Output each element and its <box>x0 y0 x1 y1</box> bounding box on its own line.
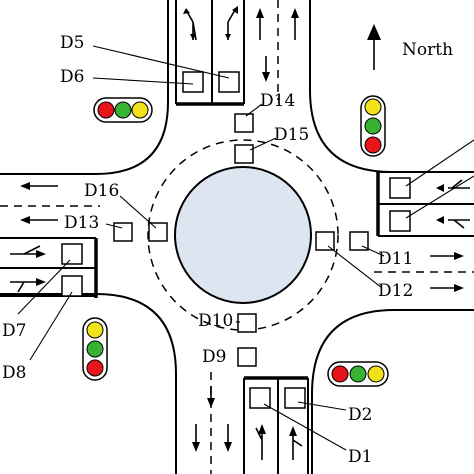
d15-leader <box>105 223 123 229</box>
d13-leader <box>245 103 263 117</box>
label-d14: D15 <box>274 125 309 145</box>
detector-d13 <box>234 113 254 133</box>
detector-d11 <box>349 231 369 251</box>
stop-bars <box>94 102 380 380</box>
detector-det-e2 <box>389 210 411 232</box>
label-d12: D12 <box>378 281 413 301</box>
east-det-1-leader <box>405 139 474 187</box>
label-d11: D11 <box>378 249 413 269</box>
d7-leader <box>17 259 71 315</box>
d14-leader <box>249 137 277 151</box>
detector-d8 <box>61 275 83 297</box>
west-lane2-arrow-icon <box>10 281 36 293</box>
signal-west <box>93 97 153 123</box>
detector-d1 <box>249 387 271 409</box>
d2-leader <box>297 401 347 411</box>
detector-d5 <box>218 71 240 93</box>
central-island <box>174 166 312 304</box>
label-d16: D16 <box>84 181 119 201</box>
east-lane1-arrow-icon <box>448 179 470 189</box>
label-d9: D9 <box>202 347 226 367</box>
d11-leader <box>361 245 385 257</box>
west-lane1-arrow-icon <box>10 245 41 255</box>
label-d13: D14 <box>260 91 295 111</box>
signal-red-light <box>97 101 115 119</box>
d5-leader <box>92 45 230 79</box>
label-d2: D2 <box>348 405 372 425</box>
se-corner-curb <box>311 309 474 474</box>
detector-d12 <box>315 231 335 251</box>
d8-leader <box>29 291 73 361</box>
detector-d2 <box>284 387 306 409</box>
label-d1: D1 <box>348 447 372 467</box>
detector-d14 <box>234 144 254 164</box>
roundabout-outer-dashed-ring <box>147 139 339 331</box>
detectors <box>61 71 411 409</box>
south-lane2-arrow-icon <box>292 432 303 460</box>
nw-corner-curb <box>0 0 169 175</box>
label-d8: D8 <box>2 363 26 383</box>
d1-leader <box>263 403 347 451</box>
label-d6: D6 <box>60 67 84 87</box>
signal-red-light <box>331 365 349 383</box>
signal-yellow-light <box>364 98 382 116</box>
detector-d6 <box>182 71 204 93</box>
ne-corner-curb <box>309 0 474 173</box>
lane-arrows <box>10 6 470 460</box>
detector-d15 <box>113 222 133 242</box>
sw-corner-curb <box>0 293 177 474</box>
leader-lines <box>17 45 474 451</box>
detector-d16 <box>148 222 168 242</box>
signal-green-light <box>364 117 382 135</box>
signal-red-light <box>364 136 382 154</box>
signal-north-east <box>360 95 386 157</box>
north-arrow-icon <box>367 24 381 40</box>
signal-green-light <box>114 101 132 119</box>
signal-south-west <box>82 317 108 381</box>
d6-leader <box>92 77 194 85</box>
signal-green-light <box>349 365 367 383</box>
label-d10: D10 <box>198 311 233 331</box>
detector-d9 <box>237 347 257 367</box>
d16-leader <box>119 195 157 229</box>
label-d7: D7 <box>2 321 26 341</box>
label-d5: D5 <box>60 33 84 53</box>
detector-labels: D5 D6 D14 D15 D16 D13 D7 D8 D11 D12 D10 … <box>2 33 413 467</box>
signal-red-light <box>86 359 104 377</box>
north-label: North <box>402 40 453 60</box>
signal-yellow-light <box>131 101 149 119</box>
north-indicator: North <box>367 24 453 70</box>
label-d15: D13 <box>64 213 99 233</box>
east-det-2-leader <box>405 175 474 219</box>
signal-south-east <box>327 361 389 387</box>
detector-det-e1 <box>389 177 411 199</box>
signal-green-light <box>86 340 104 358</box>
detector-d7 <box>61 243 83 265</box>
d12-leader <box>327 245 383 289</box>
detector-d10 <box>237 313 257 333</box>
signal-yellow-light <box>86 321 104 339</box>
signal-yellow-light <box>367 365 385 383</box>
east-lane2-arrow-icon <box>448 219 470 229</box>
